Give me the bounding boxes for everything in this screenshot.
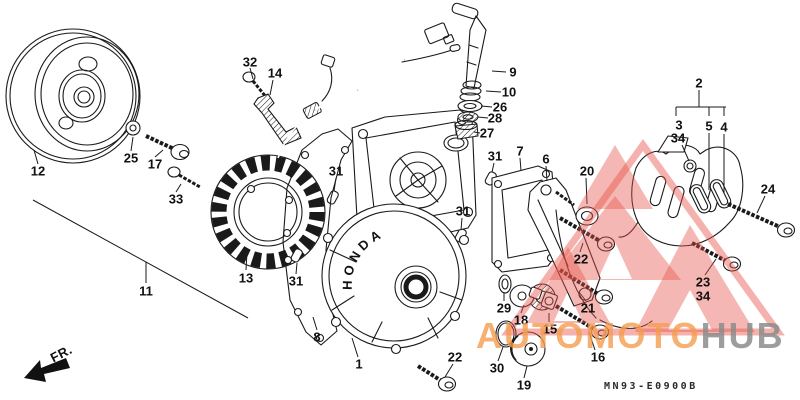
diagram-code: MN93-E0900B (604, 381, 698, 392)
part-label-30: 30 (489, 360, 505, 376)
fr-arrow-icon (24, 358, 70, 382)
part-label-22: 22 (573, 251, 589, 267)
part-label-1: 1 (355, 356, 363, 372)
part-label-4: 4 (720, 119, 728, 135)
flywheel-rotor-drawing (5, 28, 141, 164)
collar-drawings (689, 179, 732, 214)
part-label-12: 12 (30, 163, 46, 179)
part-label-28: 28 (487, 110, 503, 126)
part-label-33: 33 (168, 191, 184, 207)
part-label-19: 19 (516, 377, 532, 393)
sprocket-guard-drawing (618, 135, 744, 247)
part-label-31: 31 (487, 148, 503, 164)
small-parts-drawings (495, 274, 558, 367)
part-label-14: 14 (267, 65, 283, 81)
part-label-34: 34 (670, 130, 686, 146)
part-label-24: 24 (760, 181, 776, 197)
part-label-29: 29 (496, 300, 512, 316)
part-label-26: 26 (492, 99, 508, 115)
part-label-11: 11 (139, 283, 153, 299)
part-label-3: 3 (675, 117, 683, 133)
part-label-20: 20 (579, 163, 595, 179)
part-label-23: 23 (695, 274, 711, 290)
cover-gasket-drawing (282, 128, 353, 346)
part-label-34: 34 (695, 288, 711, 304)
part-label-31: 31 (288, 273, 304, 289)
stator-drawing (210, 114, 326, 270)
part-label-5: 5 (705, 118, 713, 134)
part-label-7: 7 (516, 143, 524, 159)
part-label-6: 6 (542, 151, 550, 167)
crankcase-cover-drawing: HONDA (321, 109, 477, 355)
fr-direction-block: FR. (22, 341, 82, 390)
part-label-9: 9 (509, 64, 517, 80)
dipstick-stack-drawing (451, 2, 487, 140)
part-label-31: 31 (455, 203, 471, 219)
part-label-31: 31 (328, 163, 344, 179)
wire-harness-drawing (302, 22, 461, 119)
part-label-13: 13 (238, 270, 254, 286)
mount-bolt-drawings (416, 190, 796, 392)
part-label-25: 25 (123, 150, 139, 166)
part-label-17: 17 (147, 156, 163, 172)
part-label-10: 10 (501, 84, 517, 100)
fr-label: FR. (47, 341, 75, 366)
part-label-22: 22 (447, 349, 463, 365)
part-label-27: 27 (479, 125, 495, 141)
leader-lines (32, 67, 766, 379)
part-label-8: 8 (313, 329, 321, 345)
part-label-16: 16 (590, 349, 606, 365)
part-label-15: 15 (542, 321, 558, 337)
part-label-18: 18 (513, 312, 529, 328)
part-label-2: 2 (695, 75, 703, 91)
part-label-32: 32 (242, 54, 258, 70)
part-label-21: 21 (580, 300, 596, 316)
